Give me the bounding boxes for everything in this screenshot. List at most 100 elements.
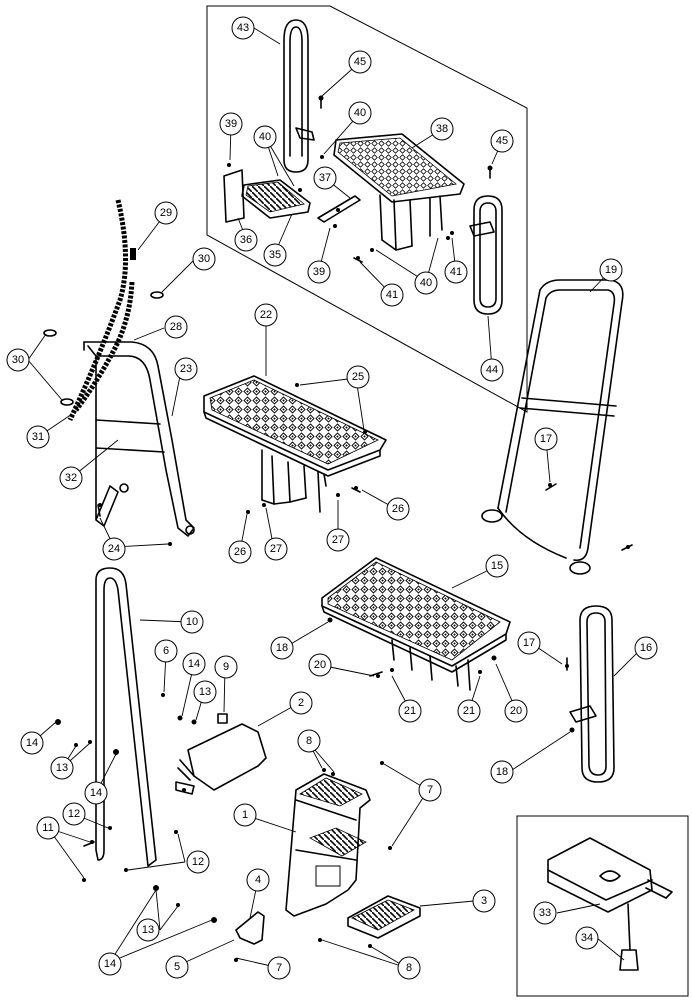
callout-label: 25	[352, 371, 364, 383]
block-9	[217, 713, 228, 724]
callout-label: 43	[237, 22, 249, 34]
callout-label: 14	[26, 737, 38, 749]
callout-label: 20	[314, 659, 326, 671]
callout-31: 31	[26, 425, 50, 449]
callout-label: 14	[188, 658, 200, 670]
callout-40: 40	[414, 271, 438, 295]
platform-38	[333, 133, 465, 251]
callout-label: 13	[142, 924, 154, 936]
callout-28: 28	[164, 315, 188, 339]
callout-label: 11	[42, 822, 53, 834]
callout-label: 27	[270, 543, 282, 555]
callout-41: 41	[380, 283, 404, 307]
callout-label: 24	[108, 543, 120, 555]
handrail-43	[469, 195, 503, 315]
callout-label: 1	[242, 809, 248, 821]
callout-17: 17	[517, 631, 541, 655]
callout-40: 40	[253, 125, 277, 149]
callout-5: 5	[165, 955, 189, 979]
callout-18: 18	[270, 636, 294, 660]
handrail-44	[283, 19, 315, 173]
callout-10: 10	[180, 610, 204, 634]
callout-37: 37	[313, 166, 337, 190]
detail-inset-box	[516, 815, 689, 997]
callout-label: 5	[174, 961, 180, 973]
callout-14: 14	[84, 781, 108, 805]
callout-27: 27	[326, 528, 350, 552]
callout-39: 39	[219, 112, 243, 136]
callout-label: 41	[386, 289, 398, 301]
callout-label: 8	[406, 962, 412, 974]
callout-8: 8	[297, 729, 321, 753]
ladder-23	[83, 341, 195, 537]
callout-label: 21	[404, 705, 416, 717]
callout-label: 40	[420, 277, 432, 289]
callout-45: 45	[348, 50, 372, 74]
callout-label: 4	[255, 874, 261, 886]
callout-14: 14	[20, 731, 44, 755]
callout-label: 38	[436, 123, 448, 135]
callout-27: 27	[264, 537, 288, 561]
hardware-upper	[227, 95, 493, 263]
callout-label: 6	[163, 645, 169, 657]
callout-13: 13	[193, 680, 217, 704]
callout-label: 39	[225, 118, 237, 130]
callout-label: 45	[496, 135, 508, 147]
callout-35: 35	[263, 243, 287, 267]
callout-7: 7	[267, 956, 291, 980]
callout-8: 8	[397, 956, 421, 980]
callout-label: 45	[354, 56, 366, 68]
callout-label: 9	[223, 661, 229, 673]
hose-28	[67, 199, 135, 422]
callout-6: 6	[154, 639, 178, 663]
callout-26: 26	[228, 540, 252, 564]
bracket-36	[223, 169, 245, 223]
leader-lines	[27, 27, 643, 969]
callout-label: 14	[90, 787, 102, 799]
callout-label: 10	[186, 616, 198, 628]
callout-label: 12	[192, 856, 204, 868]
callout-label: 31	[32, 431, 44, 443]
callout-19: 19	[599, 258, 623, 282]
handrail-10	[95, 567, 157, 867]
callout-12: 12	[62, 802, 86, 826]
clamps-30	[43, 291, 164, 406]
callout-label: 26	[392, 503, 404, 515]
callout-label: 20	[510, 705, 522, 717]
callout-14: 14	[98, 952, 122, 976]
callout-label: 29	[160, 207, 172, 219]
callout-3: 3	[472, 889, 496, 913]
callout-15: 15	[485, 554, 509, 578]
callout-label: 16	[640, 642, 652, 654]
callout-label: 8	[306, 735, 312, 747]
callout-label: 23	[180, 363, 192, 375]
callout-label: 19	[605, 264, 617, 276]
callout-20: 20	[504, 699, 528, 723]
callout-label: 35	[269, 249, 281, 261]
callout-4: 4	[246, 868, 270, 892]
callout-label: 14	[104, 958, 116, 970]
callout-label: 7	[276, 962, 282, 974]
callout-label: 34	[581, 932, 593, 944]
callout-44: 43	[231, 16, 255, 40]
callout-label: 18	[496, 766, 508, 778]
callout-20: 20	[308, 653, 332, 677]
callout-30: 30	[6, 348, 30, 372]
callout-label: 7	[427, 784, 433, 796]
callout-label: 13	[199, 686, 211, 698]
callout-34: 34	[575, 926, 599, 950]
callout-39: 39	[307, 260, 331, 284]
callout-2: 2	[289, 691, 313, 715]
callout-33: 33	[533, 901, 557, 925]
callout-18: 18	[490, 760, 514, 784]
callout-13: 13	[136, 918, 160, 942]
handrail-19	[481, 279, 624, 575]
callout-7-extra: 7	[0, 0, 3, 6]
callout-label: 36	[240, 234, 252, 246]
step-assembly-1	[285, 773, 371, 917]
callout-26: 26	[386, 497, 410, 521]
callout-29: 29	[154, 201, 178, 225]
callout-label: 30	[198, 253, 210, 265]
callout-label: 21	[463, 705, 475, 717]
